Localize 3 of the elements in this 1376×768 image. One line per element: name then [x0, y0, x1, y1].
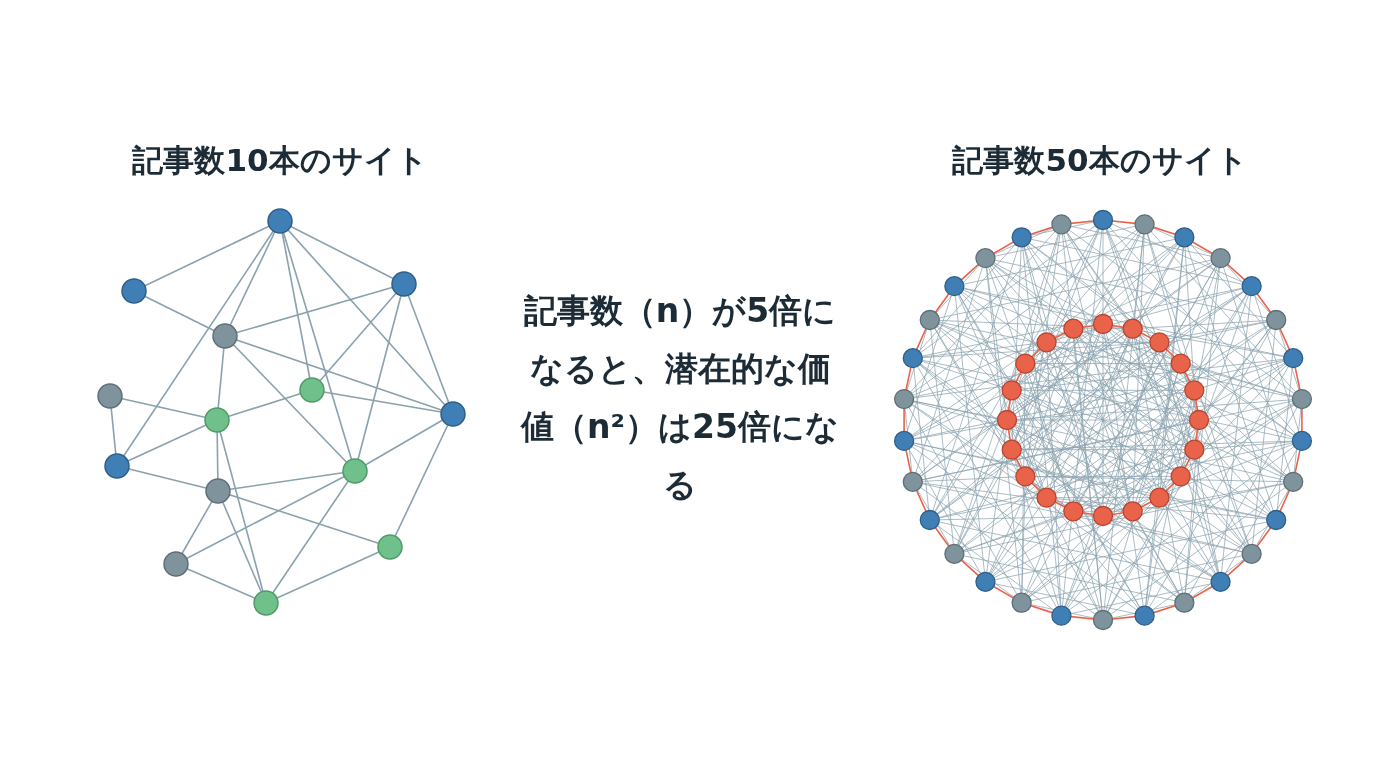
- center-caption: 記事数（n）が5倍になると、潜在的な価値（n²）は25倍になる: [519, 290, 840, 506]
- network-heading: 記事数50本のサイト: [951, 141, 1249, 180]
- network-heading: 記事数10本のサイト: [131, 141, 429, 180]
